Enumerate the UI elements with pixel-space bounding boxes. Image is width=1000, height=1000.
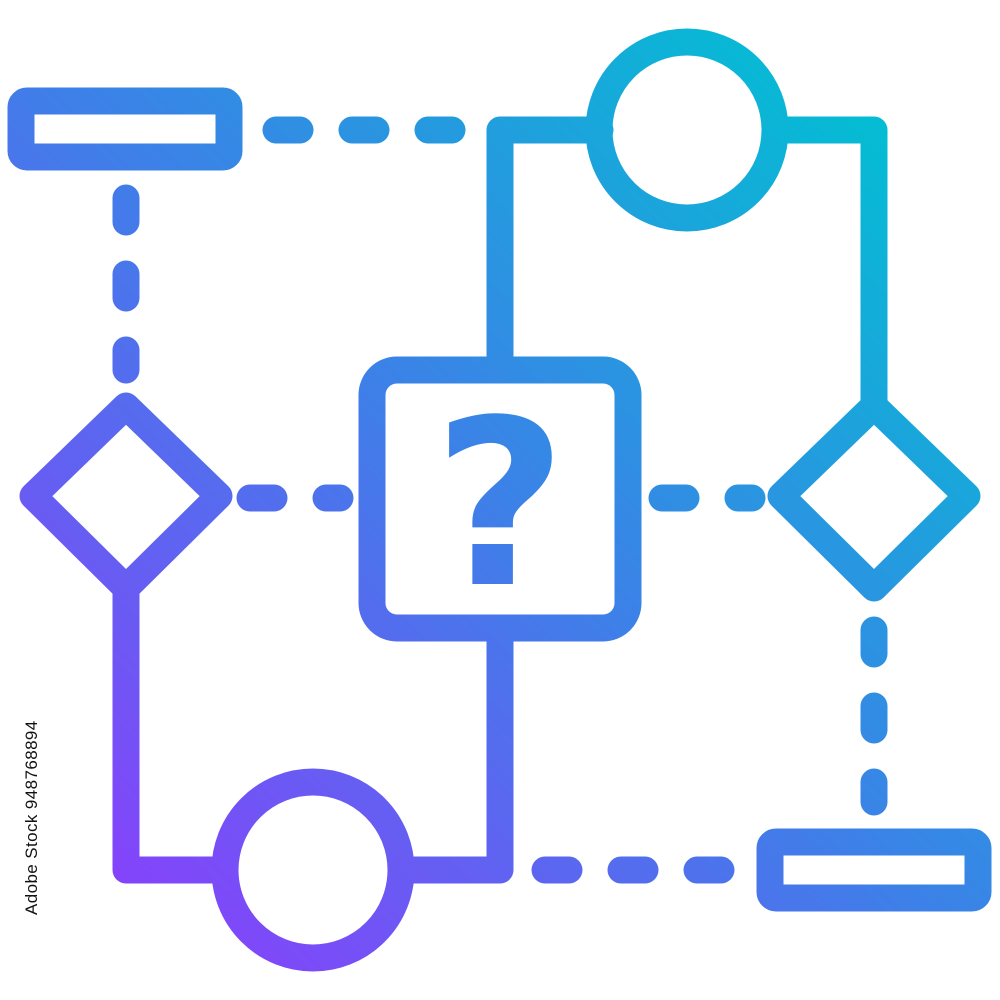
connector-center-to-bottom-circle bbox=[387, 614, 514, 884]
stock-id-number: 948768894 bbox=[22, 720, 41, 810]
stock-id-watermark: Adobe Stock 948768894 bbox=[22, 720, 42, 915]
top-left-process-rect bbox=[7, 87, 243, 171]
stock-text: Adobe Stock bbox=[22, 814, 41, 915]
connector-left-diamond-to-bottom-circle bbox=[112, 574, 239, 884]
connector-top-circle-to-center bbox=[486, 116, 614, 384]
question-mark-icon: ? bbox=[433, 372, 566, 639]
right-decision-diamond bbox=[767, 392, 981, 602]
bottom-left-terminal-circle bbox=[211, 768, 415, 972]
left-decision-diamond bbox=[19, 392, 233, 602]
top-right-terminal-circle bbox=[585, 28, 789, 232]
connector-top-circle-to-right-diamond bbox=[761, 116, 888, 420]
bottom-right-process-rect bbox=[756, 828, 992, 912]
